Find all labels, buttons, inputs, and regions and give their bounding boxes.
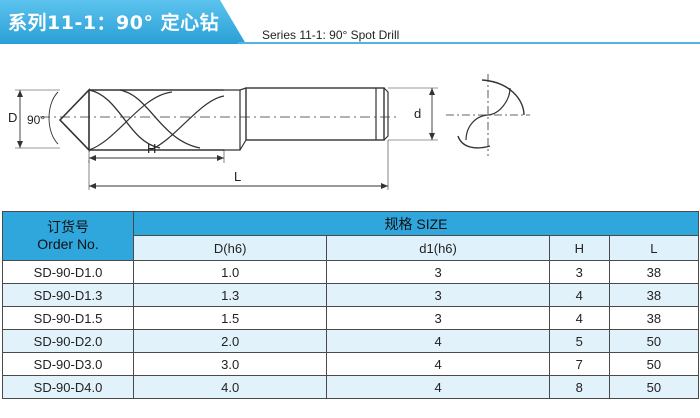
table-cell: 3 bbox=[548, 260, 610, 284]
column-header: H bbox=[548, 235, 610, 261]
order-no-header-cn: 订货号 bbox=[47, 219, 89, 235]
column-header: L bbox=[608, 235, 700, 261]
table-cell: 38 bbox=[608, 306, 700, 330]
size-header: 规格 SIZE bbox=[133, 211, 699, 236]
table-cell: 38 bbox=[608, 260, 700, 284]
table-cell: 7 bbox=[548, 352, 610, 376]
table-cell: 1.0 bbox=[132, 260, 328, 284]
table-cell: 4 bbox=[326, 329, 550, 353]
table-cell: 3.0 bbox=[132, 352, 328, 376]
order-code-cell: SD-90-D1.0 bbox=[2, 260, 134, 284]
dimension-label-L: L bbox=[234, 169, 241, 184]
table-row: SD-90-D3.0 3.0 4 7 50 bbox=[2, 352, 700, 376]
page-subtitle: Series 11-1: 90° Spot Drill bbox=[262, 28, 400, 42]
table-cell: 1.5 bbox=[132, 306, 328, 330]
table-cell: 3 bbox=[326, 283, 550, 307]
header-banner bbox=[0, 0, 246, 44]
column-header: d1(h6) bbox=[326, 235, 550, 261]
table-row: SD-90-D2.0 2.0 4 5 50 bbox=[2, 329, 700, 353]
order-code-cell: SD-90-D4.0 bbox=[2, 375, 134, 399]
order-code-cell: SD-90-D2.0 bbox=[2, 329, 134, 353]
header-divider bbox=[238, 42, 700, 44]
page-title: 系列11-1：90° 定心钻 bbox=[8, 12, 220, 34]
table-cell: 4.0 bbox=[132, 375, 328, 399]
table-cell: 5 bbox=[548, 329, 610, 353]
table-row: SD-90-D1.5 1.5 3 4 38 bbox=[2, 306, 700, 330]
table-row: SD-90-D1.3 1.3 3 4 38 bbox=[2, 283, 700, 307]
table-cell: 50 bbox=[608, 352, 700, 376]
order-code-cell: SD-90-D1.3 bbox=[2, 283, 134, 307]
table-cell: 8 bbox=[548, 375, 610, 399]
spot-drill-drawing: D 90° H L d bbox=[8, 74, 530, 190]
table-row: SD-90-D4.0 4.0 4 8 50 bbox=[2, 375, 700, 399]
table-row: SD-90-D1.0 1.0 3 3 38 bbox=[2, 260, 700, 284]
table-cell: 38 bbox=[608, 283, 700, 307]
table-cell: 1.3 bbox=[132, 283, 328, 307]
table-cell: 3 bbox=[326, 306, 550, 330]
column-header: D(h6) bbox=[132, 235, 328, 261]
dimension-label-angle: 90° bbox=[27, 113, 45, 127]
table-cell: 2.0 bbox=[132, 329, 328, 353]
table-cell: 3 bbox=[326, 260, 550, 284]
table-cell: 4 bbox=[548, 283, 610, 307]
order-no-header: 订货号 Order No. bbox=[2, 211, 134, 261]
spec-table: 订货号 Order No. 规格 SIZE D(h6) d1(h6) H L S… bbox=[2, 211, 700, 399]
dimension-label-d: d bbox=[414, 106, 421, 121]
dimension-label-H: H bbox=[147, 141, 156, 156]
order-code-cell: SD-90-D3.0 bbox=[2, 352, 134, 376]
table-cell: 50 bbox=[608, 375, 700, 399]
order-code-cell: SD-90-D1.5 bbox=[2, 306, 134, 330]
table-cell: 50 bbox=[608, 329, 700, 353]
order-no-header-en: Order No. bbox=[37, 236, 99, 252]
table-cell: 4 bbox=[326, 375, 550, 399]
dimension-label-D: D bbox=[8, 110, 17, 125]
table-cell: 4 bbox=[548, 306, 610, 330]
table-cell: 4 bbox=[326, 352, 550, 376]
